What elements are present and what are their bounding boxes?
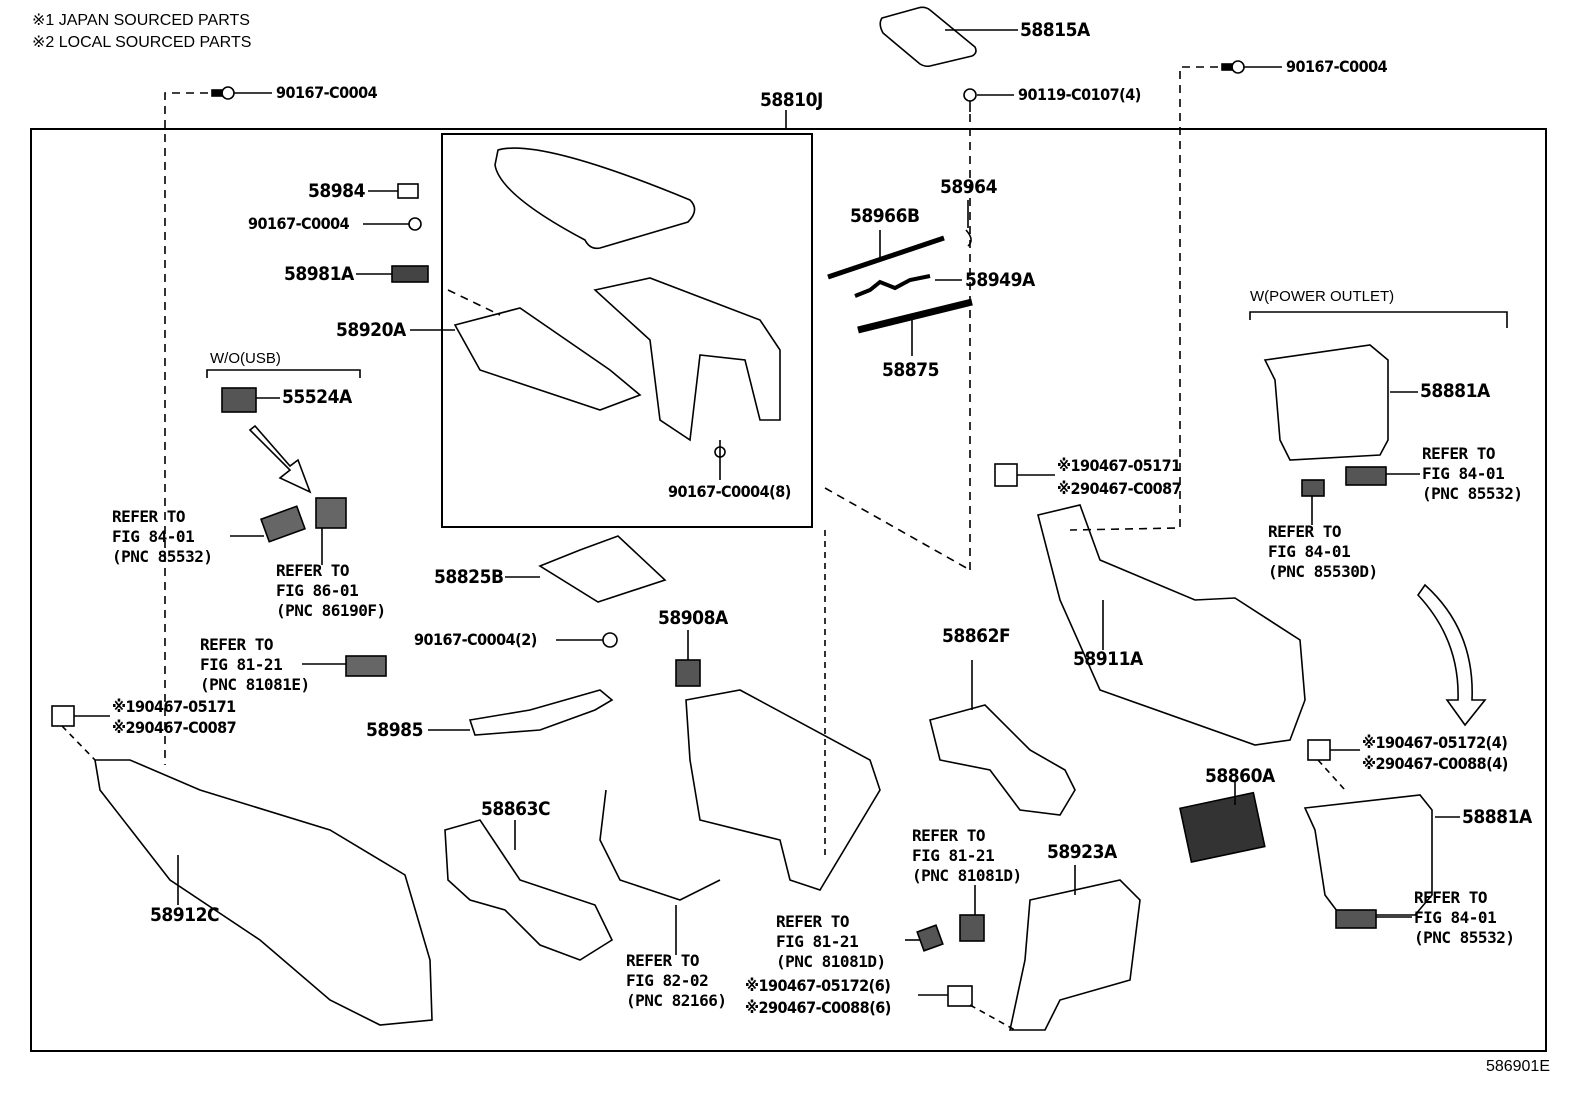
part-58908A-shape	[675, 659, 701, 687]
arrow-icon	[248, 424, 312, 494]
part-label-58862F[interactable]: 58862F	[942, 625, 1011, 647]
part-label-58825B[interactable]: 58825B	[434, 566, 504, 588]
clip-left-icon	[51, 705, 75, 727]
part-58862F-shape	[929, 704, 1076, 816]
screw-90167-icon	[408, 217, 422, 231]
part-label-58908A[interactable]: 58908A	[658, 607, 728, 629]
part-label-58810J[interactable]: 58810J	[760, 89, 823, 111]
clip-left-label-1[interactable]: ※190467-05171	[112, 697, 236, 716]
part-58966B-shape	[827, 235, 945, 280]
part-label-58875[interactable]: 58875	[882, 359, 939, 381]
part-label-58912C[interactable]: 58912C	[150, 904, 220, 926]
curved-arrow-icon	[1416, 583, 1487, 727]
refer-fig-84-01-right-bottom[interactable]: REFER TO FIG 84-01 (PNC 85532)	[1414, 888, 1515, 947]
part-harness-shape	[599, 789, 721, 901]
refer-fig-81-21-D-upper[interactable]: REFER TO FIG 81-21 (PNC 81081D)	[912, 826, 1022, 885]
part-label-58920A[interactable]: 58920A	[336, 319, 406, 341]
part-58912C-shape	[94, 759, 433, 1026]
part-label-58815A[interactable]: 58815A	[1020, 19, 1090, 41]
part-label-58966B[interactable]: 58966B	[850, 205, 920, 227]
diagram-frame	[30, 128, 1547, 1052]
part-label-58981A[interactable]: 58981A	[284, 263, 354, 285]
part-58825B-shape	[538, 535, 667, 603]
part-58985-shape	[468, 689, 614, 736]
group-label-wo-usb: W/O(USB)	[210, 350, 281, 367]
part-55524A-shape	[221, 387, 257, 413]
part-label-90119[interactable]: 90119-C0107(4)	[1018, 85, 1141, 104]
clip-right-icon	[1307, 739, 1331, 761]
part-label-58923A[interactable]: 58923A	[1047, 841, 1117, 863]
bolt-90119-icon	[963, 88, 977, 102]
part-58815A-shape	[879, 6, 977, 68]
clip-top-right-icon	[1231, 60, 1245, 74]
part-58860A-shape	[1179, 791, 1266, 864]
part-label-58863C[interactable]: 58863C	[481, 798, 551, 820]
clip-right-label-1[interactable]: ※190467-05172(4)	[1362, 733, 1508, 752]
clip-bottom-label-1[interactable]: ※190467-05172(6)	[745, 976, 891, 995]
part-58881A-bottom-shape	[1303, 794, 1433, 916]
part-58923A-shape	[1009, 879, 1141, 1031]
clip-bottom-label-2[interactable]: ※290467-C0088(6)	[745, 998, 891, 1017]
part-label-90167-mid[interactable]: 90167-C0004	[248, 214, 350, 233]
refer-fig-84-01-left[interactable]: REFER TO FIG 84-01 (PNC 85532)	[112, 507, 213, 566]
part-label-58949A[interactable]: 58949A	[965, 269, 1035, 291]
clip-bottom-icon	[947, 985, 973, 1007]
figure-number: 586901E	[1485, 1058, 1550, 1075]
refer-fig-84-01-right-top[interactable]: REFER TO FIG 84-01 (PNC 85532)	[1422, 444, 1523, 503]
part-label-90167-top-left[interactable]: 90167-C0004	[276, 83, 378, 102]
part-label-58911A[interactable]: 58911A	[1073, 648, 1143, 670]
clip-90167-2-icon	[602, 632, 618, 648]
clip-left-label-2[interactable]: ※290467-C0087	[112, 718, 237, 737]
part-58881A-top-shape	[1263, 344, 1389, 461]
part-58920A-shape	[453, 307, 642, 411]
part-58984-shape	[397, 183, 419, 199]
legend-note-local: ※2 LOCAL SOURCED PARTS	[32, 34, 252, 51]
part-label-58984[interactable]: 58984	[308, 180, 365, 202]
part-label-58860A[interactable]: 58860A	[1205, 765, 1275, 787]
refer-fig-81-21-D-lower[interactable]: REFER TO FIG 81-21 (PNC 81081D)	[776, 912, 886, 971]
part-label-58964[interactable]: 58964	[940, 176, 997, 198]
clip-top-left-icon	[221, 86, 235, 100]
part-label-58985[interactable]: 58985	[366, 719, 423, 741]
part-58911A-shape	[1037, 504, 1306, 746]
clip-mid-right-label-1[interactable]: ※190467-05171	[1057, 456, 1181, 475]
part-58981A-shape	[391, 265, 429, 283]
clip-mid-right-icon	[994, 463, 1018, 487]
refer-fig-82-02[interactable]: REFER TO FIG 82-02 (PNC 82166)	[626, 951, 727, 1010]
part-label-90167-2[interactable]: 90167-C0004(2)	[414, 630, 537, 649]
refer-fig-81-21-E[interactable]: REFER TO FIG 81-21 (PNC 81081E)	[200, 635, 310, 694]
part-label-58881A-bottom[interactable]: 58881A	[1462, 806, 1532, 828]
clip-mid-right-label-2[interactable]: ※290467-C0087	[1057, 479, 1182, 498]
refer-fig-84-01-85530D[interactable]: REFER TO FIG 84-01 (PNC 85530D)	[1268, 522, 1378, 581]
legend-note-japan: ※1 JAPAN SOURCED PARTS	[32, 12, 250, 29]
part-label-90167-8[interactable]: 90167-C0004(8)	[668, 482, 791, 501]
part-label-90167-top-right[interactable]: 90167-C0004	[1286, 57, 1388, 76]
part-58964-shape	[965, 229, 972, 247]
refer-fig-86-01[interactable]: REFER TO FIG 86-01 (PNC 86190F)	[276, 561, 386, 620]
group-label-power-outlet: W(POWER OUTLET)	[1250, 288, 1395, 305]
part-label-55524A[interactable]: 55524A	[282, 386, 352, 408]
part-58863C-shape	[444, 819, 614, 961]
part-label-58881A-top[interactable]: 58881A	[1420, 380, 1490, 402]
part-armrest-lid-shape	[494, 147, 696, 250]
part-console-box-shape	[685, 689, 881, 891]
part-58949A-shape	[854, 274, 931, 298]
clip-right-label-2[interactable]: ※290467-C0088(4)	[1362, 754, 1508, 773]
part-58875-shape	[857, 298, 973, 334]
